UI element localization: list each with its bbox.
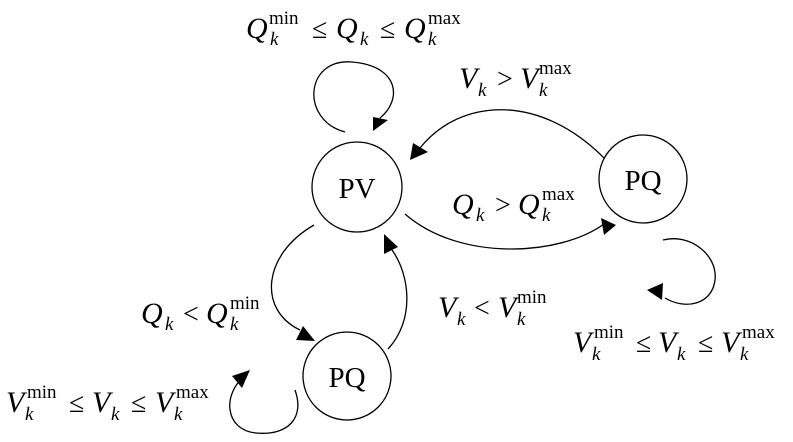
cond-pq-bottom-to-pv-v2: V <box>498 291 520 324</box>
cond-pq-bottom-self-v3: V <box>155 386 177 419</box>
cond-pq-bottom-self-max: max <box>176 382 209 403</box>
pv-self-loop-edge <box>313 61 395 133</box>
pv-to-pq-bottom-edge <box>270 224 315 331</box>
condition-pq-right-to-pv: V k > V k max <box>459 58 572 101</box>
cond-pv-self-le2: ≤ <box>380 14 395 45</box>
cond-pv-to-pq-bottom-k1: k <box>165 314 174 335</box>
node-pv-label: PV <box>338 173 375 205</box>
pv-to-pq-bottom-arrowhead <box>296 326 315 341</box>
cond-pv-to-pq-right-k2: k <box>542 205 551 226</box>
cond-pv-self-q2: Q <box>336 12 358 45</box>
cond-pv-to-pq-bottom-q1: Q <box>141 297 163 330</box>
cond-pq-bottom-self-k2: k <box>111 404 120 425</box>
pq-right-to-pv-edge <box>419 109 607 161</box>
cond-pq-bottom-self-v2: V <box>92 386 114 419</box>
cond-pv-self-k1: k <box>270 29 279 50</box>
pq-right-to-pv-arrowhead <box>410 143 428 160</box>
condition-pq-bottom-self-loop: V k min ≤ V k ≤ V k max <box>6 382 209 425</box>
pq-bottom-to-pv-edge <box>387 249 408 350</box>
cond-pv-to-pq-right-k1: k <box>476 205 485 226</box>
cond-pq-bottom-to-pv-k1: k <box>457 309 466 330</box>
cond-pq-bottom-to-pv-v1: V <box>438 291 460 324</box>
cond-pv-to-pq-right-gt: > <box>495 190 511 221</box>
cond-pq-right-self-k3: k <box>740 344 749 365</box>
cond-pq-right-to-pv-k2: k <box>539 80 548 101</box>
cond-pq-bottom-self-le2: ≤ <box>131 388 146 419</box>
condition-pq-right-self-loop: V k min ≤ V k ≤ V k max <box>573 322 775 365</box>
node-pq-bottom: PQ <box>302 331 392 421</box>
cond-pq-right-self-v1: V <box>573 326 595 359</box>
node-pq-right: PQ <box>598 134 688 224</box>
condition-pq-bottom-to-pv: V k < V k min <box>438 287 547 330</box>
node-pv: PV <box>311 141 403 233</box>
cond-pq-right-to-pv-gt: > <box>497 64 513 95</box>
pq-right-self-loop-edge <box>662 238 716 305</box>
pv-self-loop-arrowhead <box>373 117 388 131</box>
cond-pv-to-pq-right-q2: Q <box>518 188 540 221</box>
node-pq-right-label: PQ <box>624 165 661 197</box>
pq-bottom-self-loop-arrowhead <box>232 370 250 388</box>
cond-pq-bottom-self-k3: k <box>174 404 183 425</box>
pv-to-pq-right-arrowhead <box>601 218 616 235</box>
pq-bottom-to-pv-arrowhead <box>384 234 398 254</box>
cond-pv-to-pq-bottom-q2: Q <box>206 297 228 330</box>
condition-pv-to-pq-right: Q k > Q k max <box>452 184 575 226</box>
node-pv-circle <box>311 141 403 233</box>
cond-pq-right-self-v3: V <box>721 326 743 359</box>
cond-pv-self-k3: k <box>428 29 437 50</box>
cond-pq-right-to-pv-v1: V <box>459 62 481 95</box>
cond-pv-to-pq-right-q1: Q <box>452 188 474 221</box>
cond-pv-to-pq-bottom-lt: < <box>183 299 199 330</box>
cond-pq-right-self-max: max <box>742 322 775 343</box>
cond-pq-bottom-self-le1: ≤ <box>69 388 84 419</box>
condition-pv-self-loop: Q k min ≤ Q k ≤ Q k max <box>246 8 461 50</box>
cond-pq-right-to-pv-k1: k <box>478 80 487 101</box>
cond-pq-bottom-to-pv-lt: < <box>474 293 490 324</box>
pq-right-self-loop-arrowhead <box>647 283 663 300</box>
cond-pq-bottom-self-k1: k <box>25 404 34 425</box>
cond-pq-right-self-v2: V <box>658 326 680 359</box>
cond-pv-self-k2: k <box>360 29 369 50</box>
pv-to-pq-right-edge <box>404 213 605 250</box>
cond-pq-right-to-pv-v2: V <box>520 62 542 95</box>
cond-pv-to-pq-bottom-sup: min <box>230 293 260 314</box>
pq-bottom-self-loop-edge <box>229 374 299 434</box>
cond-pq-right-self-le2: ≤ <box>698 328 713 359</box>
cond-pv-self-q1: Q <box>246 12 268 45</box>
cond-pq-right-self-k2: k <box>677 344 686 365</box>
cond-pv-self-max: max <box>428 8 461 29</box>
cond-pq-bottom-to-pv-sup: min <box>517 287 547 308</box>
node-pq-bottom-circle <box>302 331 392 421</box>
cond-pq-bottom-self-v1: V <box>6 386 28 419</box>
cond-pv-to-pq-bottom-k2: k <box>230 314 239 335</box>
cond-pv-self-min: min <box>269 8 299 29</box>
node-pq-right-circle <box>598 134 688 224</box>
condition-pv-to-pq-bottom: Q k < Q k min <box>141 293 260 335</box>
cond-pq-bottom-to-pv-k2: k <box>517 309 526 330</box>
cond-pv-self-q3: Q <box>404 12 426 45</box>
node-pq-bottom-label: PQ <box>328 362 365 394</box>
cond-pq-right-to-pv-sup: max <box>539 58 572 79</box>
cond-pq-right-self-k1: k <box>592 344 601 365</box>
cond-pv-to-pq-right-sup: max <box>542 184 575 205</box>
cond-pq-bottom-self-min: min <box>27 382 57 403</box>
cond-pq-right-self-min: min <box>594 322 624 343</box>
cond-pq-right-self-le1: ≤ <box>636 328 651 359</box>
cond-pv-self-le1: ≤ <box>312 14 327 45</box>
